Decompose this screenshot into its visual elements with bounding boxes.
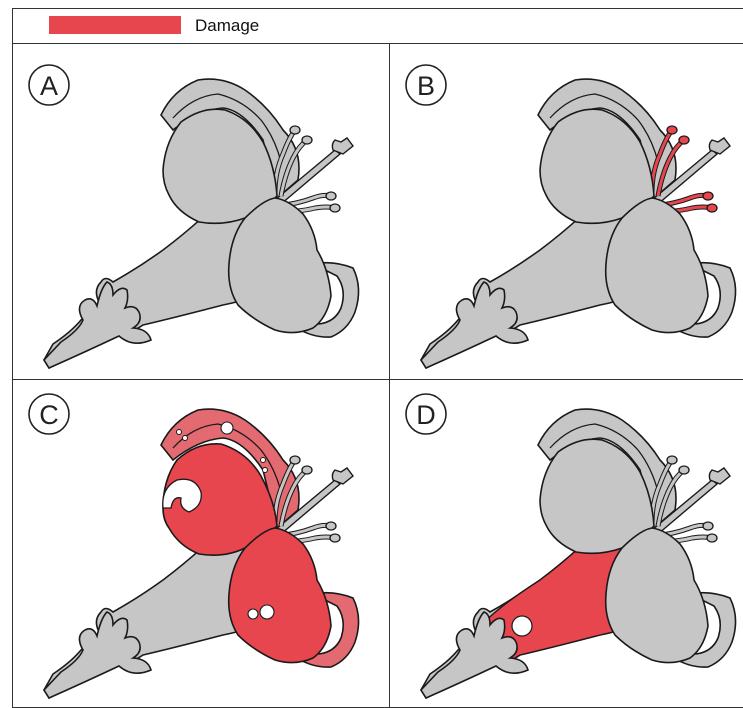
stamen-anther bbox=[679, 466, 689, 474]
stamen-anther bbox=[330, 204, 340, 212]
panel-b: B bbox=[390, 44, 743, 379]
stamen-anther bbox=[326, 522, 336, 530]
lower-petal bbox=[229, 198, 331, 333]
panel-c: C bbox=[13, 380, 389, 706]
panel-b-flower: B bbox=[390, 44, 743, 379]
stigma bbox=[332, 468, 353, 484]
legend-damage-label: Damage bbox=[195, 16, 259, 36]
stigma bbox=[332, 138, 353, 154]
stigma bbox=[709, 468, 730, 484]
stamen-anther bbox=[703, 192, 713, 200]
legend: Damage bbox=[12, 8, 743, 44]
petal-hole bbox=[177, 430, 182, 435]
petal-hole bbox=[248, 609, 258, 619]
legend-damage-swatch bbox=[49, 16, 181, 34]
panel-b-letter: B bbox=[417, 71, 435, 101]
stamen-anther bbox=[667, 126, 677, 134]
petal-hole bbox=[263, 468, 268, 473]
petal-hole bbox=[183, 436, 188, 441]
stamen-anther bbox=[290, 126, 300, 134]
panel-c-flower: C bbox=[13, 380, 389, 706]
stamen-anther bbox=[707, 534, 717, 542]
stamen-anther bbox=[302, 136, 312, 144]
stamen-anther bbox=[679, 136, 689, 144]
petal-hole bbox=[221, 422, 233, 434]
panel-d-flower: D bbox=[390, 380, 743, 706]
panel-c-letter: C bbox=[39, 400, 59, 430]
petal-hole bbox=[260, 605, 274, 619]
panel-a: A bbox=[13, 44, 389, 379]
panel-d: D bbox=[390, 380, 743, 706]
lower-petal bbox=[606, 198, 708, 333]
panel-a-letter: A bbox=[40, 71, 58, 101]
stamen-anther bbox=[667, 456, 677, 464]
stamen-anther bbox=[326, 192, 336, 200]
stamen-anther bbox=[290, 456, 300, 464]
petal-hole bbox=[261, 458, 266, 463]
panel-a-flower: A bbox=[13, 44, 389, 379]
stamen-anther bbox=[707, 204, 717, 212]
tube-damage-hole bbox=[512, 616, 532, 636]
stamen-anther bbox=[703, 522, 713, 530]
stamen-anther bbox=[330, 534, 340, 542]
stamen-anther bbox=[302, 466, 312, 474]
panel-d-letter: D bbox=[416, 400, 436, 430]
lower-petal bbox=[606, 528, 708, 663]
stigma bbox=[709, 138, 730, 154]
lower-petal-damaged bbox=[229, 528, 331, 663]
